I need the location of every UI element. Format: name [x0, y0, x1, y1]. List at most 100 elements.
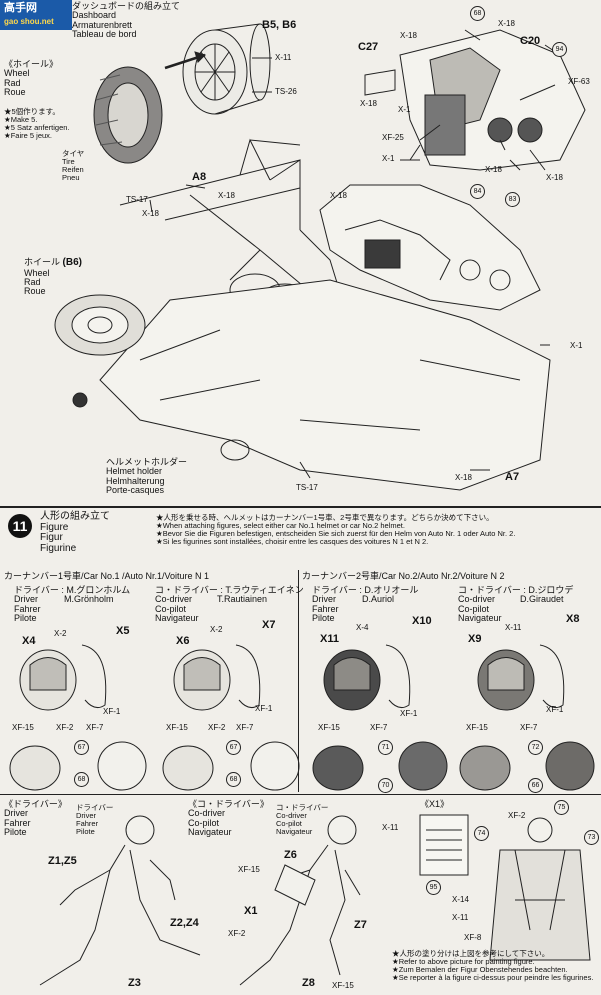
wheel-make-fr: ★Faire 5 jeux.: [4, 130, 52, 140]
codriver-small-de: Co-pilot: [276, 818, 302, 828]
driver-small-block: ドライバー Driver Fahrer Pilote: [76, 804, 113, 836]
tire-de: Reifen: [62, 164, 84, 174]
dashboard-title-block: ダッシュボードの組み立て Dashboard Armaturenbrett Ta…: [72, 1, 180, 40]
part-a7: A7: [505, 471, 520, 483]
helmet-holder-fr: Porte-casques: [106, 485, 165, 496]
dashboard-title-en: Dashboard: [72, 10, 117, 21]
callout-68: 68: [470, 6, 485, 21]
car-divider: [298, 570, 299, 792]
part-x18-b: X-18: [142, 209, 159, 218]
part-ts26: TS-26: [275, 87, 297, 96]
car2-driver-jp: ドライバー : D.オリオール: [312, 585, 419, 595]
part-xf15-b: XF-15: [332, 981, 354, 990]
h4-callout-66: 66: [528, 778, 543, 793]
part-x1-b: X-1: [382, 154, 395, 163]
wheel-top-fr: Roue: [4, 87, 26, 98]
car2-codriver-name: D.Giraudet: [520, 594, 564, 605]
wheel-top-en: Wheel: [4, 68, 30, 79]
paint-note-en: ★Refer to above picture for painting fig…: [392, 956, 535, 966]
h4-xf7: XF-7: [520, 723, 538, 732]
part-x18-h: X-18: [546, 173, 563, 182]
car1-driver-jp: ドライバー : M.グロンホルム: [14, 585, 131, 595]
car2-codriver-fr: Navigateur: [458, 613, 502, 624]
wheel-lower-fr: Roue: [24, 286, 46, 297]
wheel-top-label: 《ホイール》 Wheel Rad Roue: [4, 59, 59, 98]
h2-callout-67: 67: [226, 740, 241, 755]
callout-95: 95: [426, 880, 441, 895]
car1-codriver-de: Co-pilot: [155, 603, 187, 614]
car1-driver-de: Fahrer: [14, 603, 41, 614]
car1-driver-fr: Pilote: [14, 613, 37, 624]
codriver-title-en: Co-driver: [188, 808, 226, 819]
car2-driver-de: Fahrer: [312, 603, 339, 614]
wheel-make-note: ★5個作ります。 ★Make 5. ★5 Satz anfertigen. ★F…: [4, 108, 70, 140]
h3-xf15: XF-15: [318, 723, 340, 732]
site-logo: 高手网 gao shou.net: [0, 0, 72, 30]
h4-x11: X-11: [505, 623, 522, 632]
section-divider-2: [0, 794, 601, 795]
wheel-top-jp: 《ホイール》: [4, 59, 59, 69]
part-x18-d: X-18: [400, 31, 417, 40]
paint-note: ★人形の塗り分けは上図を参考にして下さい。 ★Refer to above pi…: [392, 950, 593, 982]
h3-xf7: XF-7: [370, 723, 388, 732]
h1-main: X4: [22, 635, 36, 647]
car2-driver-name: D.Auriol: [362, 594, 395, 605]
tire-en: Tire: [62, 156, 75, 166]
codriver-small-fr: Navigateur: [276, 826, 313, 836]
h2-xf1: XF-1: [255, 704, 273, 713]
step-title: 人形の組み立て Figure Figur Figurine: [40, 511, 110, 554]
part-b5-b6: B5, B6: [262, 19, 297, 31]
step-title-de: Figur: [40, 532, 63, 543]
section-divider: [0, 506, 601, 508]
driver-title-de: Fahrer: [4, 817, 31, 828]
codriver-title-fr: Navigateur: [188, 827, 232, 838]
helmet-3-art: [323, 644, 411, 711]
part-xf63: XF-63: [568, 77, 590, 86]
car2-codriver-de: Co-pilot: [458, 603, 490, 614]
part-z2-z4: Z2,Z4: [170, 917, 199, 929]
h4-xf1: XF-1: [546, 705, 564, 714]
car1-header: カーナンバー1号車/Car No.1 /Auto Nr.1/Voiture N …: [4, 571, 210, 581]
paint-note-fr: ★Se reporter à la figure ci-dessus pour …: [392, 972, 594, 982]
h4-main: X9: [468, 633, 482, 645]
part-z8: Z8: [302, 977, 315, 989]
codriver-title-block: 《コ・ドライバー》 Co-driver Co-pilot Navigateur: [188, 799, 269, 838]
wheel-lower-en: Wheel: [24, 267, 50, 278]
h1-x2: X-2: [54, 629, 67, 638]
step-note-de: ★Bevor Sie die Figuren befestigen, entsc…: [156, 528, 516, 538]
driver-small-de: Fahrer: [76, 818, 99, 828]
car1-codriver-jp: コ・ドライバー : T.ラウティエイネン: [155, 585, 304, 595]
part-xf15-a: XF-15: [238, 865, 260, 874]
helmet-holder-de: Helmhalterung: [106, 475, 165, 486]
tire-jp: タイヤ: [62, 149, 85, 158]
driver-title-en: Driver: [4, 808, 28, 819]
x1-title: 《X1》: [420, 799, 450, 809]
part-x18-g: X-18: [485, 165, 502, 174]
part-x11-a: X-11: [382, 823, 399, 832]
part-xf25: XF-25: [382, 133, 404, 142]
car1-codriver-name: T.Rautiainen: [217, 594, 268, 605]
h3-visor: X10: [412, 615, 432, 627]
step-title-en: Figure: [40, 521, 69, 533]
h4-xf15: XF-15: [466, 723, 488, 732]
wheel-top-de: Rad: [4, 77, 21, 88]
part-x18-c: X-18: [330, 191, 347, 200]
callout-73: 73: [584, 830, 599, 845]
codriver-small-block: コ・ドライバー Co-driver Co-pilot Navigateur: [276, 804, 328, 836]
helmet-holder-jp: ヘルメットホルダー: [106, 457, 188, 467]
step-note-fr: ★Si les figurines sont installées, chois…: [156, 536, 429, 546]
part-c20: C20: [520, 35, 541, 47]
part-x11-top: X-11: [275, 53, 292, 62]
wheel-lower-label: ホイール (B6) Wheel Rad Roue: [24, 257, 82, 297]
step-title-fr: Figurine: [40, 542, 77, 554]
part-ts17-a: TS-17: [126, 195, 148, 204]
wheel-lower-jp: ホイール: [24, 257, 61, 267]
codriver-title-jp: 《コ・ドライバー》: [188, 799, 269, 809]
car1-codriver-fr: Navigateur: [155, 613, 199, 624]
paint-note-de: ★Zum Bemalen der Figur Obenstehendes bea…: [392, 964, 568, 974]
part-x1: X1: [244, 905, 258, 917]
h1-callout-67: 67: [74, 740, 89, 755]
tire-fr: Pneu: [62, 172, 80, 182]
